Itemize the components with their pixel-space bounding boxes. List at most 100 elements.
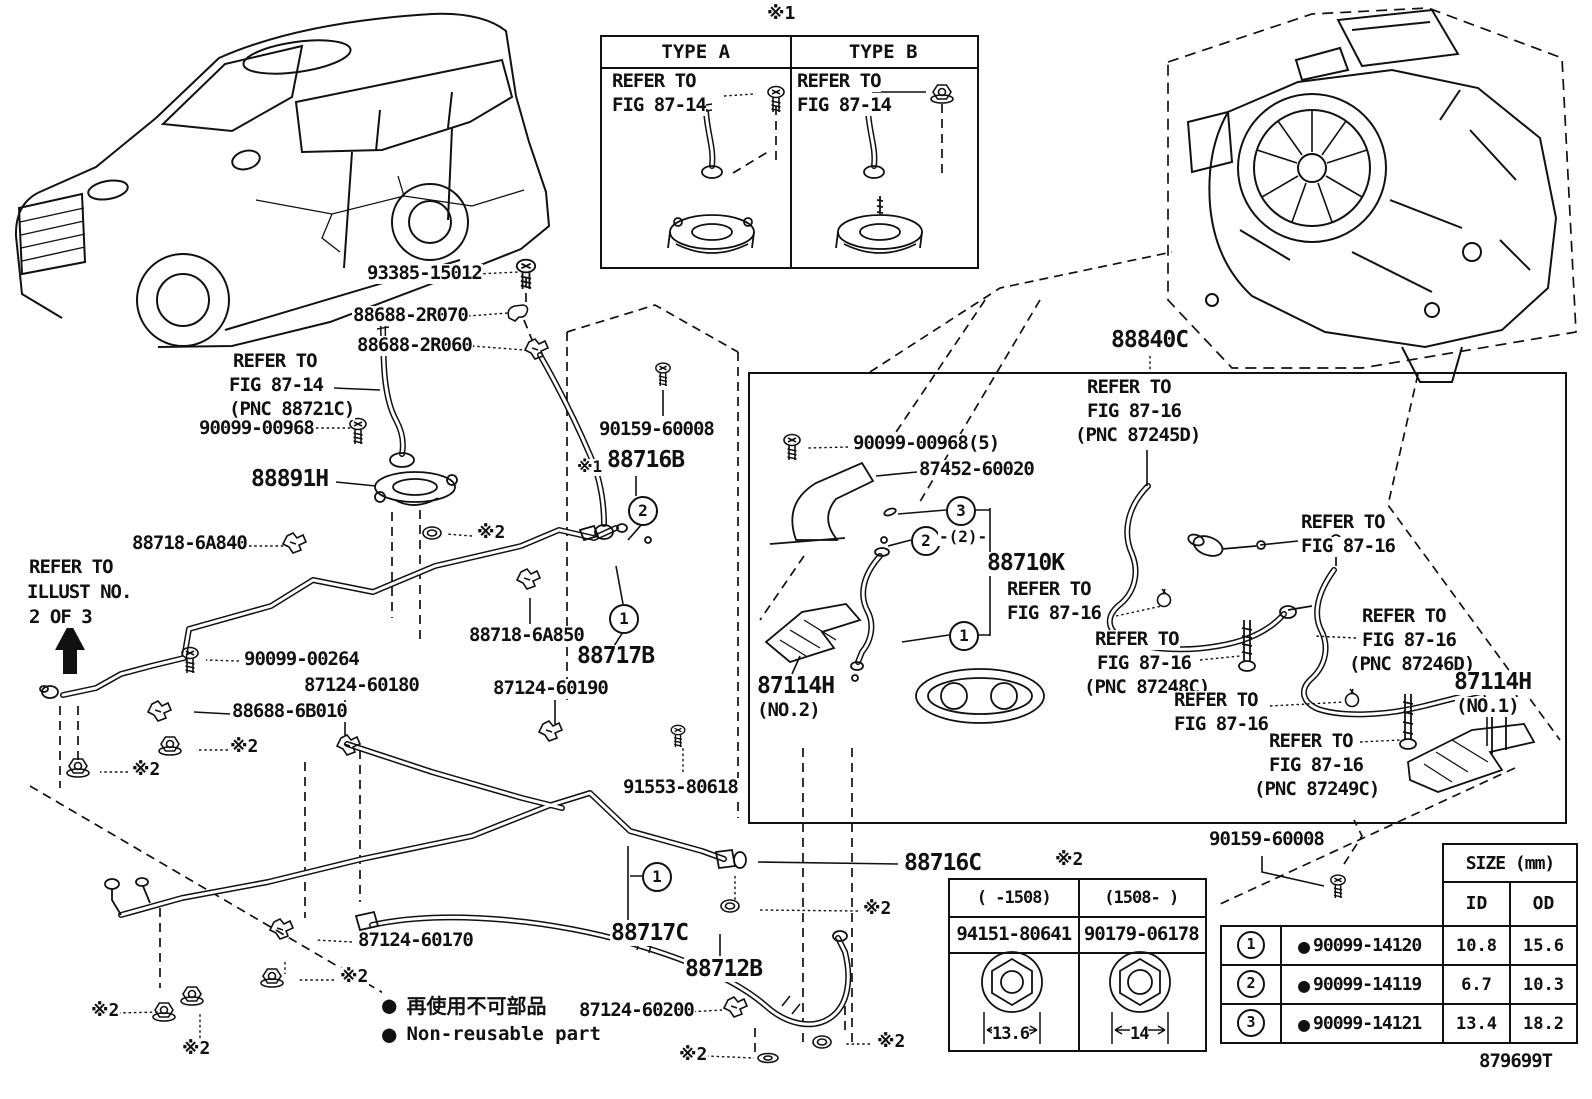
note-star2-a: ※2: [476, 522, 507, 543]
ref-a-l2: FIG 87-16: [1006, 602, 1102, 624]
size-row-3-part: ●90099-14121: [1280, 1003, 1444, 1044]
washer-icon: [757, 1052, 779, 1064]
ref-c-l1: REFER TO: [1300, 511, 1386, 533]
note-star2-b: ※2: [229, 736, 260, 757]
ref-e-l1: REFER TO: [1173, 689, 1259, 711]
ref-g-l1: REFER TO: [1361, 605, 1447, 627]
ref-g-l2: FIG 87-16: [1361, 629, 1457, 651]
car-illustration: [14, 12, 551, 348]
pn-88688-2R070: 88688-2R070: [352, 304, 469, 326]
non-reusable-dot: ●: [382, 1020, 397, 1048]
note-star2-tbl: ※2: [1054, 849, 1085, 870]
size-row-3-od: 18.2: [1509, 1003, 1578, 1044]
part-number: 90099-14120: [1313, 935, 1422, 956]
ref-8714-l2: FIG 87-14: [228, 374, 324, 396]
size-table-id-header: ID: [1442, 881, 1511, 927]
pn-88716C: 88716C: [903, 850, 982, 876]
screw-icon: [349, 417, 367, 445]
grommet-icon: [720, 899, 740, 913]
clamp-icon: [723, 996, 748, 1018]
pn-90159-60008-a: 90159-60008: [598, 418, 715, 440]
clamp-icon: [516, 568, 541, 590]
clamp-icon: [336, 734, 361, 756]
ref-g-l3: (PNC 87246D): [1348, 653, 1475, 675]
note-star2-c: ※2: [131, 759, 162, 780]
pn-87114H-2: 87114H: [756, 673, 835, 699]
size-row-1-od: 15.6: [1509, 925, 1578, 966]
nut-part-right: 90179-06178: [1083, 923, 1200, 945]
type-table-divider: [789, 37, 792, 267]
clamp-icon: [282, 532, 307, 554]
grommet-icon: [422, 526, 442, 540]
pn-88840C: 88840C: [1110, 327, 1189, 353]
type-a-refer-line1: REFER TO: [612, 70, 697, 92]
ref-d-l1: REFER TO: [1094, 628, 1180, 650]
note-star1-top: ※1: [766, 3, 797, 24]
ref-c-l2: FIG 87-16: [1300, 535, 1396, 557]
ref-a-l1: REFER TO: [1006, 578, 1092, 600]
legend-jp-row: ● 再使用不可部品: [382, 990, 547, 1019]
type-a-refer-line2: FIG 87-14: [612, 94, 707, 116]
bolt-87248c: [1238, 620, 1256, 672]
pn-88688-2R060: 88688-2R060: [356, 334, 473, 356]
size-row-1-num: 1: [1220, 925, 1282, 966]
pn-88710K: 88710K: [986, 550, 1065, 576]
pn-88717C: 88717C: [610, 920, 689, 946]
circled-callout-3: 3: [946, 496, 976, 526]
nut-dim-right: 14: [1130, 1024, 1150, 1044]
circled-number: 1: [1237, 931, 1265, 959]
ref-illust-l3: 2 OF 3: [28, 606, 93, 628]
ref-f-l1: REFER TO: [1268, 730, 1354, 752]
leader-lines: [100, 91, 1488, 1059]
ref-b-l3: (PNC 87245D): [1074, 424, 1201, 446]
pn-87124-60200: 87124-60200: [578, 999, 695, 1021]
nut-dim-left: 13.6: [992, 1024, 1030, 1044]
pn-90099-00968-5: 90099-00968(5): [852, 432, 1000, 454]
ref-illust-l2: ILLUST NO.: [26, 581, 132, 603]
clamp-icon: [269, 918, 294, 940]
note-star2-g: ※2: [339, 966, 370, 987]
ref-b-l2: FIG 87-16: [1086, 400, 1182, 422]
ref-d-l2: FIG 87-16: [1096, 652, 1192, 674]
circled-callout-1: 1: [642, 862, 672, 892]
pn-90099-00264: 90099-00264: [243, 648, 360, 670]
pn-88718-6A840: 88718-6A840: [131, 532, 248, 554]
pn-87124-60190: 87124-60190: [492, 677, 609, 699]
type-a-header: TYPE A: [661, 41, 731, 63]
pn-88688-6B010: 88688-6B010: [231, 700, 348, 722]
grommet-icon: [812, 1035, 832, 1049]
pn-88717B: 88717B: [576, 643, 655, 669]
legend-en-text: Non-reusable part: [406, 1023, 601, 1045]
type-b-header: TYPE B: [848, 41, 918, 63]
ref-b-l1: REFER TO: [1086, 376, 1172, 398]
circled-callout-2: 2: [628, 496, 658, 526]
pn-88712B: 88712B: [684, 956, 763, 982]
note-star2-i: ※2: [181, 1038, 212, 1059]
circled-number: 2: [1237, 970, 1265, 998]
nut-range-right: (1508- ): [1104, 888, 1179, 908]
type-table-header: TYPE A TYPE B: [602, 37, 977, 69]
part-number: 90099-14119: [1313, 974, 1422, 995]
screw-icon: [670, 724, 686, 748]
pn-90159-60008-b: 90159-60008: [1208, 828, 1325, 850]
qty-2: -(2)-: [938, 527, 989, 546]
nut-icon: [66, 758, 90, 778]
note-star2-f: ※2: [876, 1031, 907, 1052]
ref-8714-l3: (PNC 88721C): [228, 398, 355, 420]
part-water-valve: [1187, 533, 1266, 557]
circled-number: 3: [1237, 1009, 1265, 1037]
clamp-icon: [524, 338, 549, 360]
non-reusable-dot: ●: [1298, 934, 1310, 958]
illust-up-arrow: [55, 622, 85, 674]
clamp-icon: [538, 720, 563, 742]
nut-range-left: ( -1508): [976, 888, 1052, 908]
nut-icon: [158, 736, 182, 756]
circled-callout-1: 1: [949, 621, 979, 651]
part-87452-60020: [769, 461, 875, 545]
size-row-1-id: 10.8: [1442, 925, 1511, 966]
nut-part-left: 94151-80641: [956, 923, 1072, 945]
size-row-3-id: 13.4: [1442, 1003, 1511, 1044]
non-reusable-dot: ●: [382, 990, 397, 1019]
legend-jp-text: 再使用不可部品: [406, 994, 547, 1018]
clip-icon: [507, 304, 529, 322]
